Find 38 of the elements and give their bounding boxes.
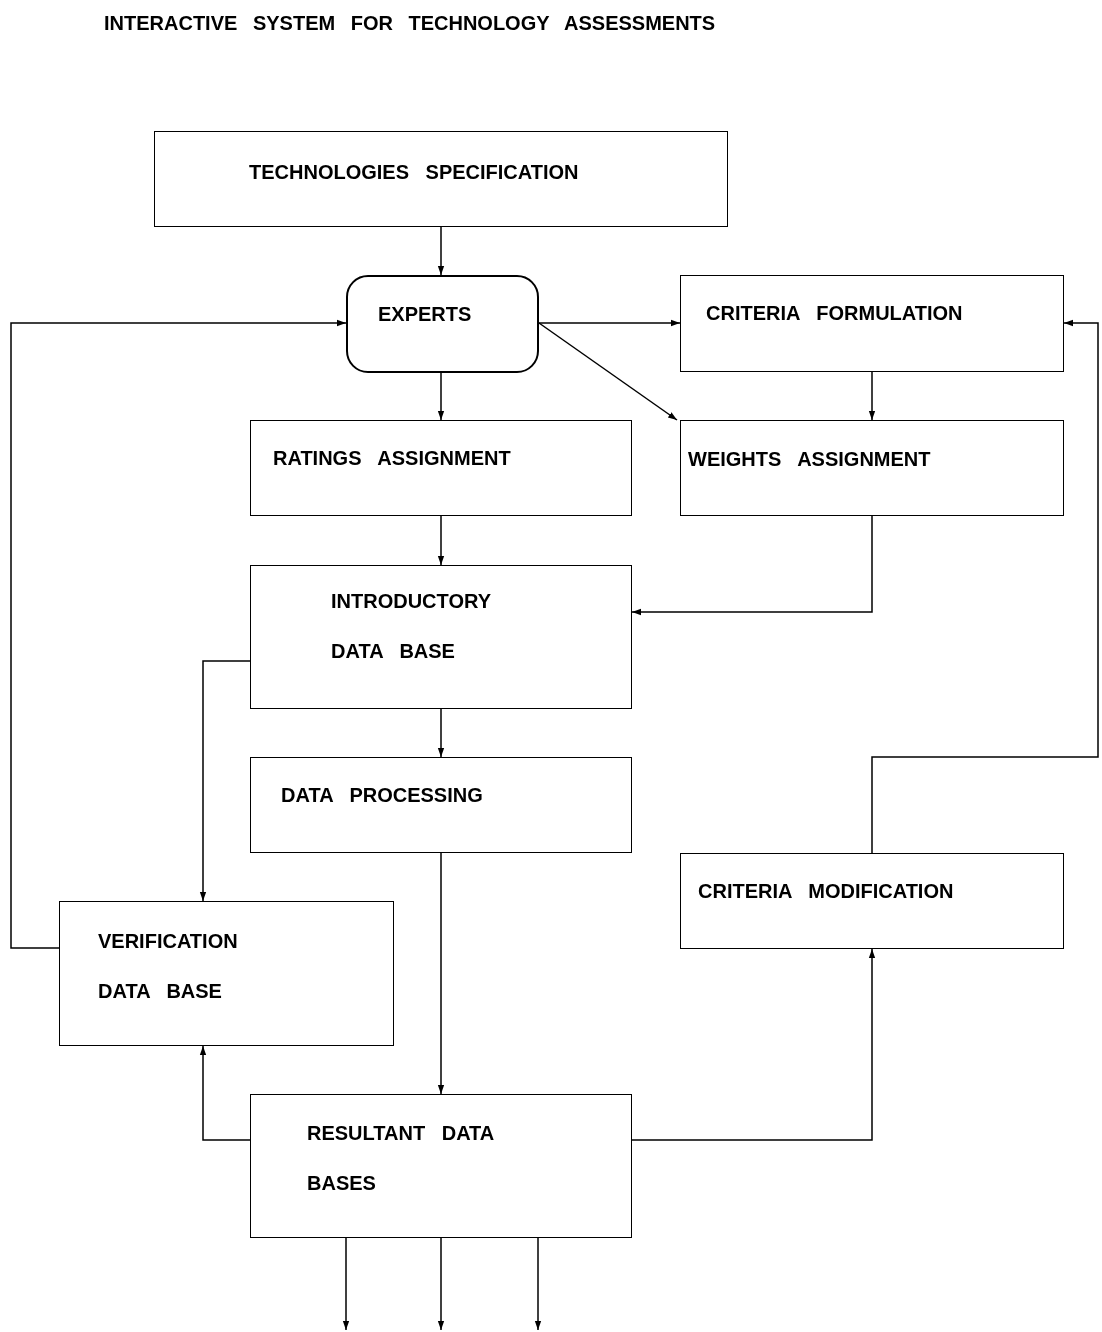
box-label: RATINGS ASSIGNMENT [273,446,512,471]
arrow [437,708,445,758]
box-label: EXPERTS [378,302,473,327]
arrow [437,372,445,421]
arrow [538,322,678,421]
arrow [631,515,873,616]
box-label: VERIFICATION DATA BASE [98,929,239,1004]
process-box [250,565,632,709]
box-label: CRITERIA FORMULATION [706,301,964,326]
process-box [59,901,394,1046]
arrow [437,852,445,1095]
arrow [631,948,876,1141]
process-box [250,757,632,853]
arrow [342,1237,350,1331]
box-label: INTRODUCTORY DATA BASE [331,589,492,664]
arrow [10,319,347,949]
box-label: CRITERIA MODIFICATION [698,879,955,904]
box-label: RESULTANT DATA BASES [307,1121,495,1196]
process-box [680,853,1064,949]
arrow [437,515,445,566]
arrow [868,371,876,421]
arrow [534,1237,542,1331]
process-box [250,420,632,516]
box-label: TECHNOLOGIES SPECIFICATION [249,160,580,185]
arrow [538,319,681,327]
rounded-box [346,275,539,373]
arrow [871,319,1099,854]
diagram-title: INTERACTIVE SYSTEM FOR TECHNOLOGY ASSESSMENTS [104,12,716,35]
arrow [199,1045,251,1141]
arrow [437,226,445,276]
arrow [437,1237,445,1331]
process-box [154,131,728,227]
arrow [199,660,251,902]
box-label: WEIGHTS ASSIGNMENT [688,447,932,472]
box-label: DATA PROCESSING [281,783,484,808]
process-box [680,420,1064,516]
process-box [250,1094,632,1238]
process-box [680,275,1064,372]
